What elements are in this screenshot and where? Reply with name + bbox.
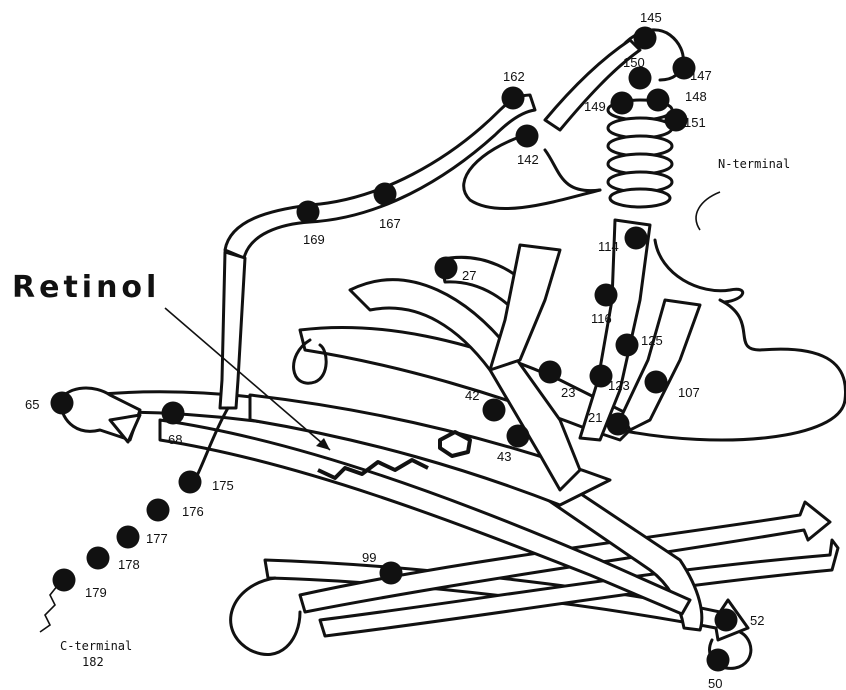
n-terminal-label: N-terminal <box>718 157 790 171</box>
residue-label-21: 21 <box>588 410 602 425</box>
residue-label-68: 68 <box>168 432 182 447</box>
residue-label-167: 167 <box>379 216 401 231</box>
protein-backbone <box>40 30 846 668</box>
residue-dot-169 <box>297 201 320 224</box>
residue-label-150: 150 <box>623 55 645 70</box>
residue-label-178: 178 <box>118 557 140 572</box>
residue-dot-43 <box>507 425 530 448</box>
residue-label-23: 23 <box>561 385 575 400</box>
retinol-title: Retinol <box>12 270 160 305</box>
residue-dot-116 <box>595 284 618 307</box>
residue-dot-142 <box>516 125 539 148</box>
residue-dot-50 <box>707 649 730 672</box>
residue-dot-178 <box>87 547 110 570</box>
residue-label-151: 151 <box>684 115 706 130</box>
residue-label-142: 142 <box>517 152 539 167</box>
residue-label-43: 43 <box>497 449 511 464</box>
residue-label-169: 169 <box>303 232 325 247</box>
residue-dot-27 <box>435 257 458 280</box>
residue-label-148: 148 <box>685 89 707 104</box>
residue-label-114: 114 <box>598 239 619 254</box>
residue-dot-145 <box>634 27 657 50</box>
residue-dot-23 <box>539 361 562 384</box>
residue-label-125: 125 <box>641 333 663 348</box>
residue-label-65: 65 <box>25 397 39 412</box>
c-terminal-label: C-terminal <box>60 639 132 653</box>
residue-label-116: 116 <box>591 311 612 326</box>
c-terminal-number: 182 <box>82 655 104 669</box>
residue-dot-177 <box>117 526 140 549</box>
residue-label-175: 175 <box>212 478 234 493</box>
residue-label-162: 162 <box>503 69 525 84</box>
residue-label-176: 176 <box>182 504 204 519</box>
residue-dot-114 <box>625 227 648 250</box>
strand-vertical-3 <box>490 245 560 370</box>
residue-dot-99 <box>380 562 403 585</box>
residue-dot-125 <box>616 334 639 357</box>
loop-right-upper <box>655 240 743 302</box>
residue-label-52: 52 <box>750 613 764 628</box>
alpha-helix <box>608 100 672 207</box>
strand-169-175 <box>220 252 245 408</box>
residue-dot-179 <box>53 569 76 592</box>
residue-dot-149 <box>611 92 634 115</box>
residue-dot-167 <box>374 183 397 206</box>
residue-label-42: 42 <box>465 388 479 403</box>
residue-dot-176 <box>147 499 170 522</box>
residue-label-179: 179 <box>85 585 107 600</box>
loop-bottom-left <box>231 578 300 655</box>
residue-dot-21 <box>607 413 630 436</box>
loop-helix-down <box>545 150 600 191</box>
n-terminal-tail <box>696 192 720 230</box>
residue-label-149: 149 <box>584 99 606 114</box>
residue-label-107: 107 <box>678 385 700 400</box>
residue-label-147: 147 <box>690 68 712 83</box>
residue-label-145: 145 <box>640 10 662 25</box>
residue-label-177: 177 <box>146 531 168 546</box>
residue-dot-175 <box>179 471 202 494</box>
residue-dot-162 <box>502 87 525 110</box>
residue-label-123: 123 <box>608 378 630 393</box>
residue-dot-42 <box>483 399 506 422</box>
residue-label-50: 50 <box>708 676 722 690</box>
strand-162-169 <box>225 95 535 258</box>
residue-dot-107 <box>645 371 668 394</box>
residue-label-27: 27 <box>462 268 476 283</box>
residue-dot-68 <box>162 402 185 425</box>
residue-label-99: 99 <box>362 550 376 565</box>
residue-dot-148 <box>647 89 670 112</box>
residue-dot-65 <box>51 392 74 415</box>
residue-dot-52 <box>715 609 738 632</box>
